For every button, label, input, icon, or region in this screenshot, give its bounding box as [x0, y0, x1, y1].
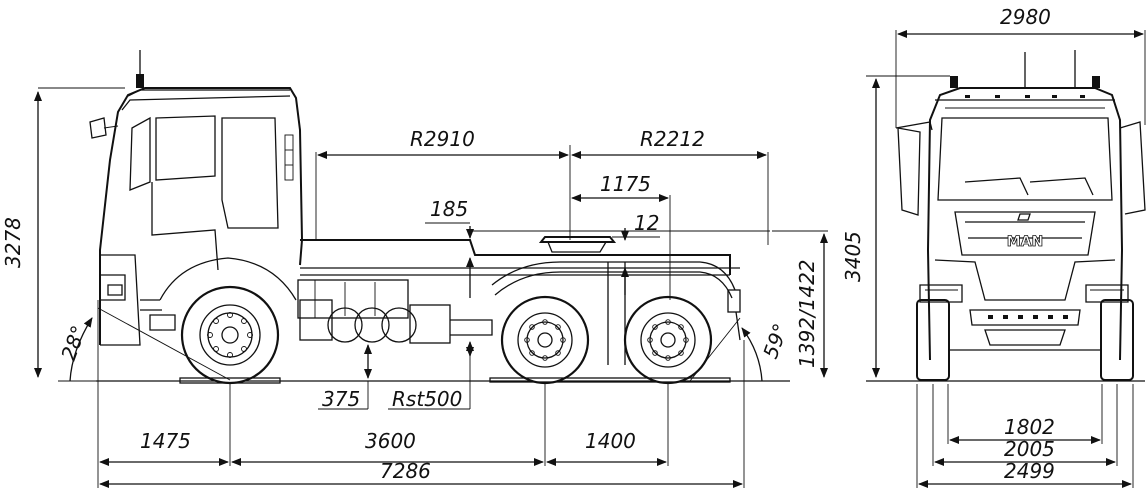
overall-length-label: 7286 — [380, 459, 431, 483]
fifth-wheel-offset-label: 12 — [634, 211, 659, 235]
front-tire-left — [916, 299, 950, 381]
front-tire-right — [1100, 299, 1134, 381]
overall-width-label: 2980 — [1000, 5, 1051, 29]
front-view: MAN 2980 3405 — [841, 5, 1146, 488]
side-view: 3278 28° R2910 R2212 1175 185 12 1392/14 — [1, 50, 828, 488]
rear-wheel-1 — [500, 295, 590, 385]
width-wheels-label: 2499 — [1004, 459, 1055, 483]
wheelbase-label: 3600 — [365, 429, 416, 453]
brand-logo: MAN — [1007, 234, 1043, 250]
track-outer-label: 2005 — [1004, 437, 1055, 461]
track-inner-label: 1802 — [1004, 415, 1055, 439]
coupling-height-label: 1392/1422 — [795, 259, 819, 368]
cab — [89, 50, 304, 346]
turning-radius-front-label: R2910 — [410, 127, 475, 151]
frame-height-label: 185 — [430, 197, 468, 221]
turning-radius-rear-label: R2212 — [640, 127, 705, 151]
front-wheel-arch — [159, 257, 297, 301]
swing-radius-label: Rst500 — [392, 387, 462, 411]
front-height-label: 3405 — [841, 231, 865, 282]
departure-angle-label: 59° — [758, 320, 793, 362]
chassis — [297, 230, 770, 344]
front-overhang-label: 1475 — [140, 429, 191, 453]
fifth-wheel-lead-label: 1175 — [600, 172, 651, 196]
front-cab: MAN — [895, 50, 1146, 361]
ground-clearance-label: 375 — [322, 387, 360, 411]
front-wheel — [179, 285, 281, 385]
overall-height-label: 3278 — [1, 217, 25, 268]
rear-wheel-2 — [623, 295, 713, 385]
tandem-spacing-label: 1400 — [585, 429, 636, 453]
